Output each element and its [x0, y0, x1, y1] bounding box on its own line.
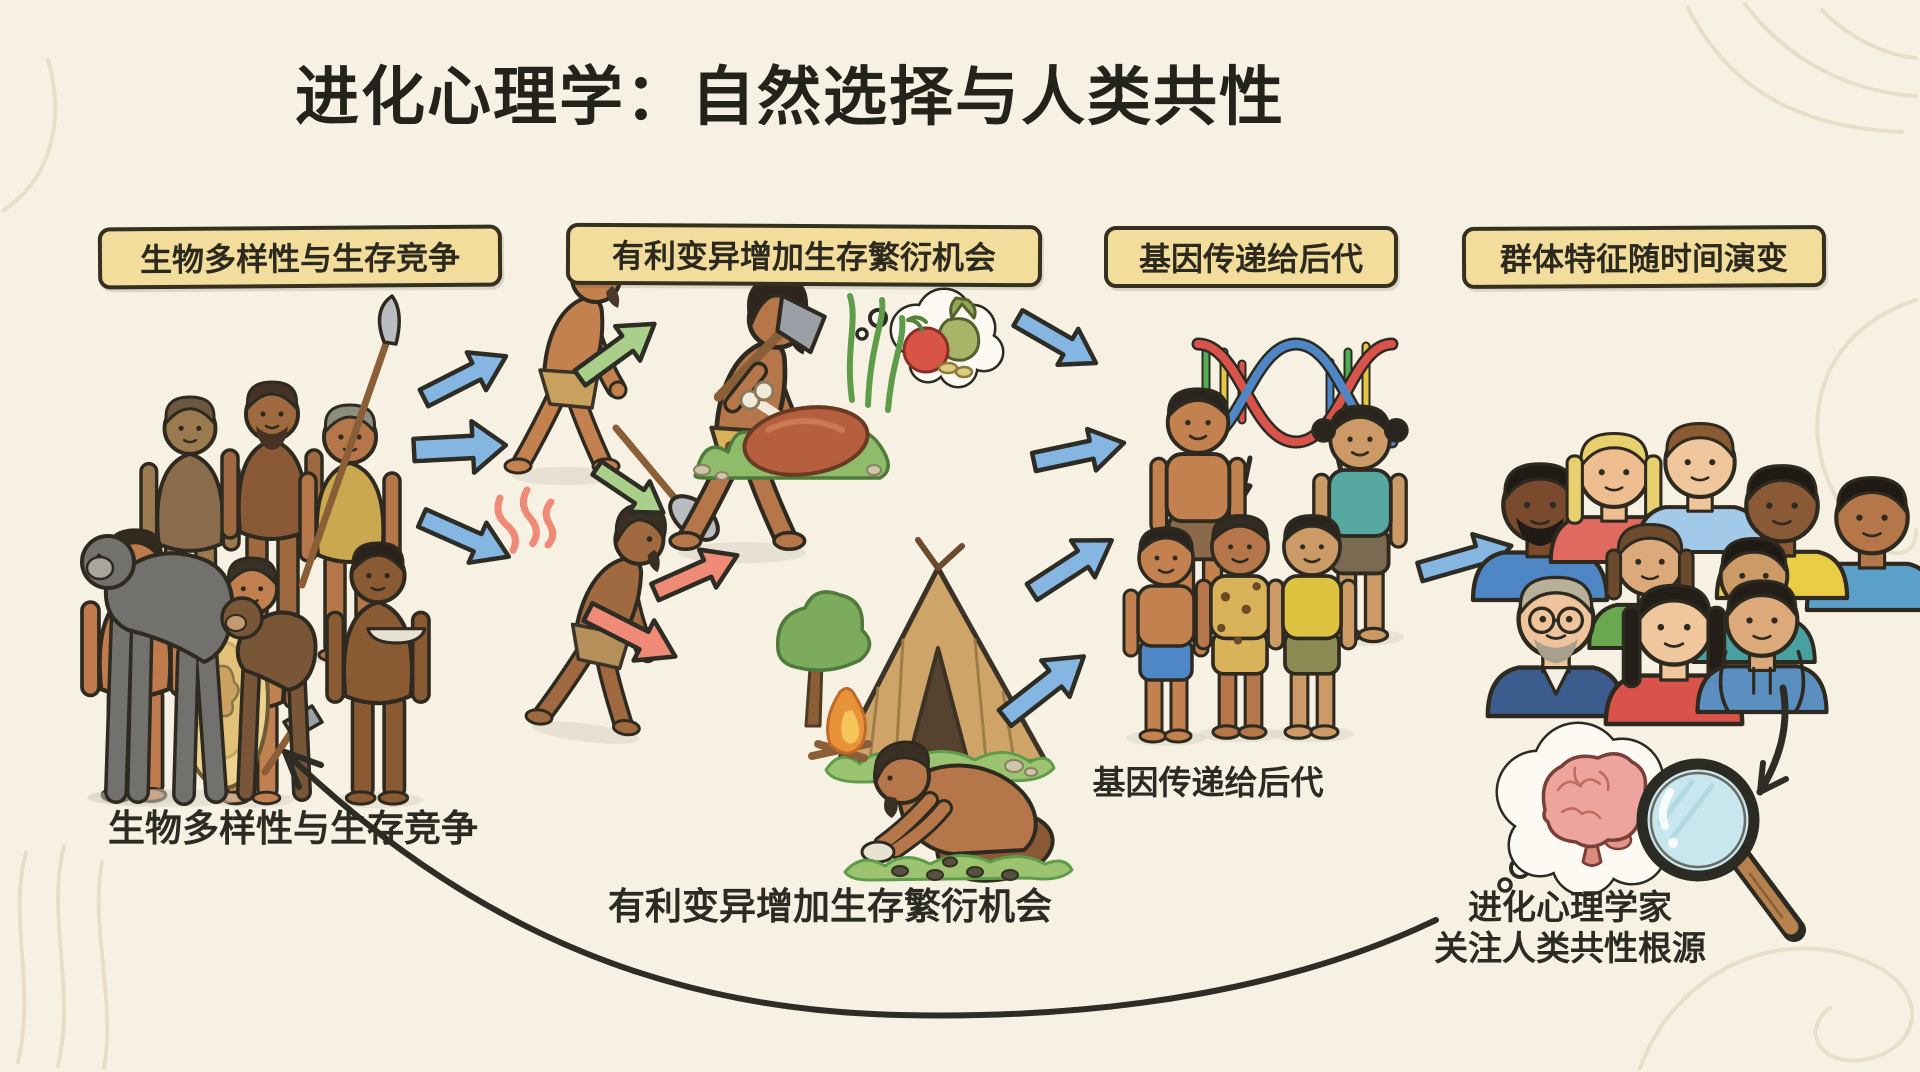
- food-thought-bubble: [855, 287, 1005, 389]
- magnifier-icon: [1636, 758, 1806, 942]
- arrow-blue-4: [1008, 300, 1107, 381]
- caption-offspring-group: 基因传递给后代: [1092, 764, 1324, 801]
- effort-marks-icon: [494, 486, 557, 554]
- crouching-toolmaker-illustration: [843, 740, 1074, 883]
- stage-box-diversity: 生物多样性与生存竞争: [97, 224, 503, 290]
- arrow-blue-2: [413, 419, 508, 475]
- tall-grass-icon: [846, 293, 906, 413]
- stage-box-population-label: 群体特征随时间演变: [1499, 240, 1789, 278]
- caption-psychologist-line2: 关注人类共性根源: [1434, 930, 1706, 969]
- stage-box-variation-label: 有利变异增加生存繁衍机会: [611, 237, 997, 277]
- stage-box-diversity-label: 生物多样性与生存竞争: [139, 239, 461, 279]
- food-icon: [902, 296, 981, 379]
- spear-icon: [298, 294, 401, 589]
- campfire-icon: [808, 687, 872, 762]
- arrow-blue-6: [1020, 522, 1123, 610]
- gray-ape: [80, 534, 243, 807]
- glasses-icon: [1527, 606, 1585, 635]
- stage-box-population: 群体特征随时间演变: [1461, 225, 1827, 289]
- lower-walker-illustration: [494, 486, 673, 748]
- tree-icon: [776, 590, 872, 728]
- roast-meat-icon: [739, 380, 870, 477]
- modern-people-illustration: [1473, 423, 1920, 724]
- brain-thought-cloud: [1495, 721, 1692, 897]
- brain-icon: [1541, 752, 1650, 867]
- meat-on-grass-illustration: [693, 293, 906, 481]
- stage-box-genes: 基因传递给后代: [1104, 226, 1398, 288]
- caption-psychologist-note: 进化心理学家 关注人类共性根源: [1398, 888, 1742, 971]
- arrow-to-psychologist: [1756, 684, 1789, 796]
- loopback-arrow: [282, 749, 1439, 1019]
- stage-box-variation: 有利变异增加生存繁衍机会: [565, 222, 1043, 288]
- page-title: 进化心理学：自然选择与人类共性: [295, 61, 1285, 133]
- axe-icon: [713, 293, 827, 402]
- arrow-blue-3: [413, 498, 518, 577]
- caption-variation-scene: 有利变异增加生存繁衍机会: [608, 886, 1052, 927]
- arrow-blue-1: [414, 337, 515, 416]
- upper-walker-illustration: [505, 242, 720, 542]
- early-hominids-illustration: [80, 294, 429, 808]
- children-group-illustration: [1122, 387, 1409, 748]
- stage-box-genes-label: 基因传递给后代: [1138, 241, 1363, 277]
- caption-hominid-group: 生物多样性与生存竞争: [108, 808, 478, 849]
- caption-psychologist-line1: 进化心理学家: [1468, 889, 1672, 927]
- arrow-blue-5: [1030, 422, 1129, 483]
